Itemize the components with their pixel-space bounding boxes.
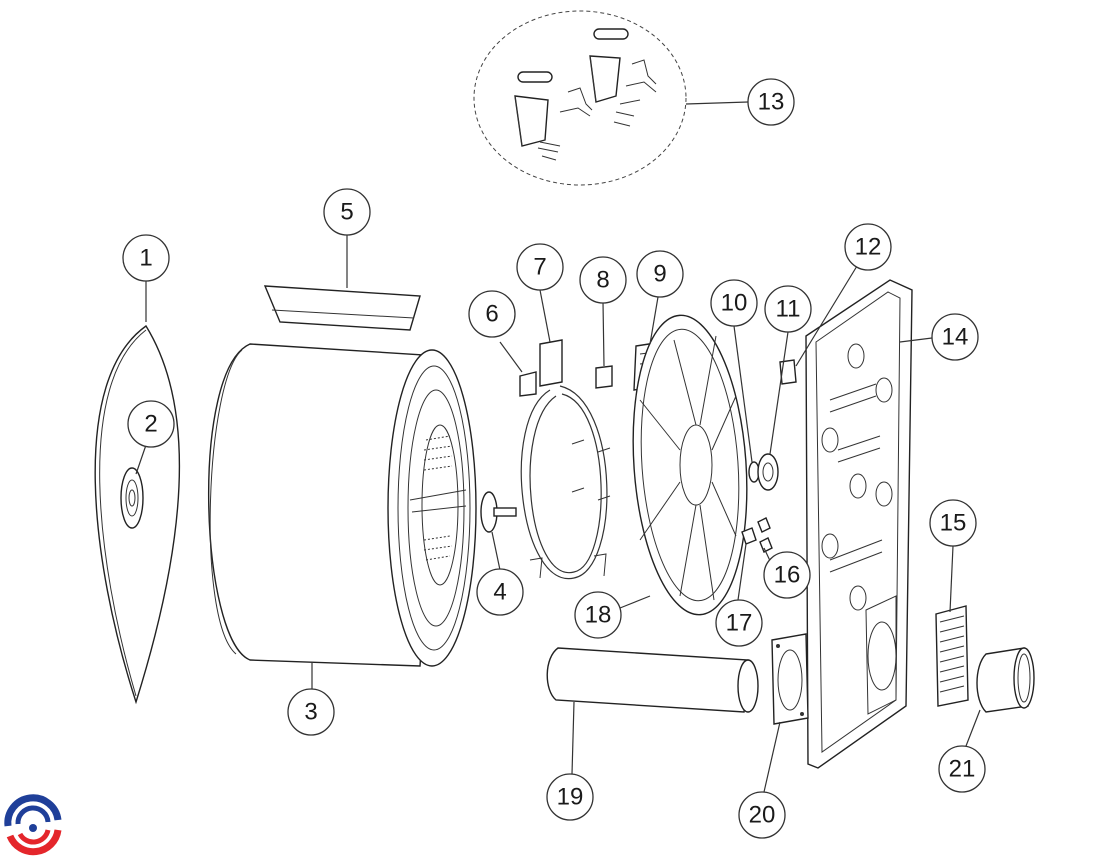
callout-21-label: 21 [949,756,976,783]
callout-17: 17 [715,599,763,647]
callout-4-label: 4 [493,579,506,606]
callout-7-label: 7 [533,254,546,281]
callout-21: 21 [938,745,986,793]
callout-10: 10 [710,279,758,327]
part-21-exhaust-connector [976,647,1035,713]
part-16-clips [757,517,773,553]
part-5-baffle [263,285,421,331]
callout-17-label: 17 [726,610,753,637]
callout-2: 2 [127,400,175,448]
callout-11-label: 11 [776,296,801,323]
callout-14-label: 14 [942,324,969,351]
callout-12: 12 [844,223,892,271]
part-17-clip [741,527,757,545]
part-6-bracket [519,371,537,397]
part-15-vent-grille [935,605,969,707]
callout-1: 1 [122,234,170,282]
callout-14: 14 [931,313,979,361]
callout-6: 6 [468,290,516,338]
callout-4: 4 [476,568,524,616]
callout-20: 20 [738,791,786,839]
part-19-exhaust-tube [546,647,759,713]
callout-13-label: 13 [758,89,785,116]
part-18-rear-bulkhead [632,314,748,616]
leader-lines [135,101,981,793]
callout-6-label: 6 [485,301,498,328]
callout-15-label: 15 [940,510,967,537]
callout-1-label: 1 [139,245,152,272]
callout-8-label: 8 [596,267,609,294]
callout-5-label: 5 [340,199,353,226]
callout-20-label: 20 [749,802,776,829]
callout-16: 16 [763,551,811,599]
callout-8: 8 [579,256,627,304]
part-3-drum [208,343,477,667]
callout-16-label: 16 [774,562,801,589]
part-8-thermostat [595,365,613,389]
part-13-hardware-kit [473,10,687,186]
callout-9: 9 [636,250,684,298]
callout-12-label: 12 [855,234,882,261]
part-14-back-panel [805,279,913,769]
callout-19: 19 [546,773,594,821]
part-7-heater-element [520,339,611,579]
callout-15: 15 [929,499,977,547]
callout-11: 11 [764,285,812,333]
part-11-bearing-housing [757,453,779,491]
callout-10-label: 10 [721,290,748,317]
callout-13: 13 [747,78,795,126]
callout-18-label: 18 [585,602,612,629]
callout-7: 7 [516,243,564,291]
callout-19-label: 19 [557,784,584,811]
callout-5: 5 [323,188,371,236]
swirl-logo-icon [4,794,62,856]
callout-9-label: 9 [653,261,666,288]
part-20-duct-flange [771,633,809,725]
callout-3: 3 [287,688,335,736]
callout-3-label: 3 [304,699,317,726]
part-2-bearing [120,467,144,529]
callout-2-label: 2 [144,411,157,438]
part-4-drum-shaft [480,491,517,533]
callout-18: 18 [574,591,622,639]
